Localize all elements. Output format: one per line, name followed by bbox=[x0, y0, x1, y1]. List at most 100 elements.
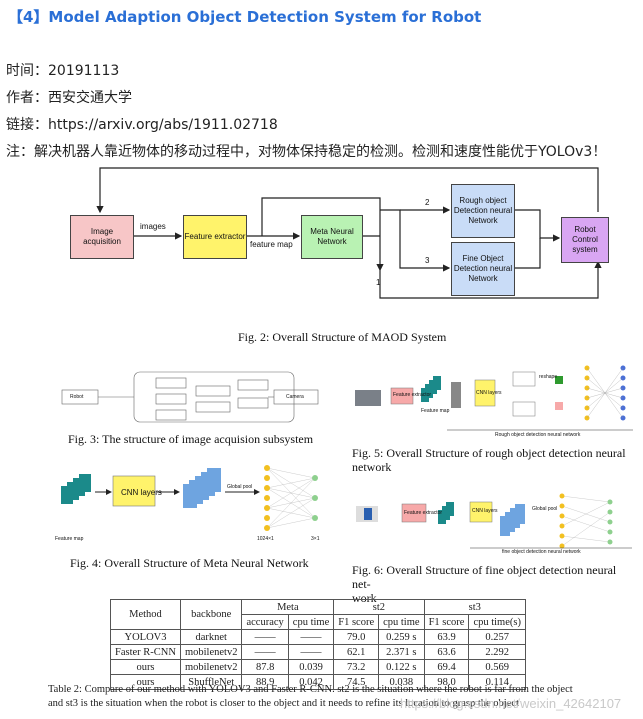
fig3-camera-label: Camera bbox=[286, 394, 304, 400]
fig5-sub-label: Rough object detection neural network bbox=[495, 432, 581, 438]
cell-cpu: —— bbox=[287, 629, 335, 645]
fig5-diagram: Feature extractor Feature map CNN layers… bbox=[355, 362, 635, 438]
watermark: https://blog.csdn.net/weixin_42642107 bbox=[400, 696, 622, 711]
table-header-row: Method backbone Meta st2 st3 bbox=[110, 599, 526, 630]
fig4-global-pool: Global pool bbox=[227, 484, 253, 490]
fig4-cnn-layers: CNN layers bbox=[121, 488, 162, 497]
post-title: 【4】Model Adaption Object Detection Syste… bbox=[8, 8, 482, 26]
fig6-diagram: Feature extractor CNN layers Global pool… bbox=[352, 492, 636, 556]
fig3-lines bbox=[61, 371, 319, 423]
fig5-caption-text: Fig. 5: Overall Structure of rough objec… bbox=[352, 446, 626, 474]
fig6-caption-line1: Fig. 6: Overall Structure of fine object… bbox=[352, 563, 617, 591]
sub-cpu-time: cpu time bbox=[287, 614, 335, 630]
fig4-diagram: CNN layers Global pool Feature map 1024×… bbox=[55, 462, 337, 546]
cell-method: YOLOV3 bbox=[110, 629, 181, 645]
fig2-diagram: Image acquisition Feature extractor Meta… bbox=[0, 160, 643, 340]
image-acquisition-box: Image acquisition bbox=[70, 215, 134, 259]
label-branch-1: 1 bbox=[376, 278, 381, 287]
table-caption-line1: Table 2: Compare of our method with YOLO… bbox=[48, 684, 573, 695]
results-table: Method backbone Meta st2 st3 accuracy cp… bbox=[110, 599, 526, 690]
fig5-cnn-layers: CNN layers bbox=[476, 390, 502, 396]
cell-backbone: mobilenetv2 bbox=[179, 644, 243, 660]
fig4-caption: Fig. 4: Overall Structure of Meta Neural… bbox=[70, 556, 309, 570]
cell-backbone: darknet bbox=[179, 629, 243, 645]
col-st3: st3 bbox=[423, 599, 526, 615]
fig6-cnn-layers: CNN layers bbox=[472, 508, 498, 514]
label-images: images bbox=[140, 222, 166, 231]
meta-neural-network-box: Meta Neural Network bbox=[301, 215, 363, 259]
fig3-robot-label: Robot bbox=[70, 394, 84, 400]
fig4-shapes bbox=[61, 465, 318, 531]
table-row: YOLOV3 darknet —— —— 79.0 0.259 s 63.9 0… bbox=[110, 629, 526, 645]
results-table-wrap: Method backbone Meta st2 st3 accuracy cp… bbox=[110, 599, 526, 690]
robot-control-box: Robot Control system bbox=[561, 217, 609, 263]
cell-f1b: 63.6 bbox=[423, 644, 470, 660]
table-row: Faster R-CNN mobilenetv2 —— —— 62.1 2.37… bbox=[110, 644, 526, 660]
link-line[interactable]: 链接：https://arxiv.org/abs/1911.02718 bbox=[6, 117, 278, 133]
fig2-arrows bbox=[96, 167, 602, 299]
note-line: 注：解决机器人靠近物体的移动过程中，对物体保持稳定的检测。检测和速度性能优于YO… bbox=[6, 144, 607, 160]
feature-extractor-box: Feature extractor bbox=[183, 215, 247, 259]
label-feature-map: feature map bbox=[250, 240, 293, 249]
cell-cpub: 0.257 bbox=[468, 629, 526, 645]
fig3-diagram: Robot Camera bbox=[60, 368, 322, 426]
fig5-reshape: reshape bbox=[539, 374, 558, 380]
cell-f1b: 98.0 bbox=[423, 674, 470, 690]
cell-acc: —— bbox=[241, 629, 289, 645]
fig5-caption: Fig. 5: Overall Structure of rough objec… bbox=[352, 446, 636, 474]
fig4-dim-1024: 1024×1 bbox=[257, 536, 274, 542]
cell-f1a: 62.1 bbox=[333, 644, 380, 660]
fig6-sub-label: fine object detection neural network bbox=[502, 549, 581, 555]
cell-cpua: 0.038 bbox=[378, 674, 425, 690]
fig6-caption: Fig. 6: Overall Structure of fine object… bbox=[352, 563, 636, 605]
fig6-shapes bbox=[356, 493, 632, 549]
cell-cpub: 0.569 bbox=[468, 659, 526, 675]
cell-cpua: 2.371 s bbox=[378, 644, 425, 660]
cell-f1a: 73.2 bbox=[333, 659, 380, 675]
cell-cpub: 0.114 bbox=[468, 674, 526, 690]
table-row: ours ShuffleNet 88.9 0.042 74.5 0.038 98… bbox=[110, 674, 526, 690]
cell-cpub: 2.292 bbox=[468, 644, 526, 660]
table-subheader-row: accuracy cpu time F1 score cpu time F1 s… bbox=[111, 614, 526, 630]
cell-backbone: mobilenetv2 bbox=[179, 659, 243, 675]
cell-cpu: 0.039 bbox=[287, 659, 335, 675]
cell-cpua: 0.259 s bbox=[378, 629, 425, 645]
sub-cpu-st2: cpu time bbox=[378, 614, 425, 630]
cell-f1b: 63.9 bbox=[423, 629, 470, 645]
fig3-caption: Fig. 3: The structure of image acquision… bbox=[68, 432, 314, 446]
fig5-feature-map: Feature map bbox=[421, 408, 450, 414]
table-row: ours mobilenetv2 87.8 0.039 73.2 0.122 s… bbox=[110, 659, 526, 675]
cell-method: ours bbox=[110, 674, 181, 690]
label-branch-2: 2 bbox=[425, 198, 430, 207]
fig5-feature-extractor: Feature extractor bbox=[393, 392, 432, 398]
cell-cpu: 0.042 bbox=[287, 674, 335, 690]
sub-f1-st2: F1 score bbox=[333, 614, 380, 630]
rough-detection-box: Rough object Detection neural Network bbox=[451, 184, 515, 238]
col-st2: st2 bbox=[333, 599, 425, 615]
fig2-caption: Fig. 2: Overall Structure of MAOD System bbox=[238, 330, 447, 344]
fig4-dim-3: 3×1 bbox=[311, 536, 320, 542]
cell-acc: 87.8 bbox=[241, 659, 289, 675]
label-branch-3: 3 bbox=[425, 256, 430, 265]
cell-acc: —— bbox=[241, 644, 289, 660]
fig6-feature-extractor: Feature extractor bbox=[404, 510, 443, 516]
cell-cpu: —— bbox=[287, 644, 335, 660]
cell-method: Faster R-CNN bbox=[110, 644, 181, 660]
fine-detection-box: Fine Object Detection neural Network bbox=[451, 242, 515, 296]
cell-method: ours bbox=[110, 659, 181, 675]
cell-cpua: 0.122 s bbox=[378, 659, 425, 675]
cell-f1a: 79.0 bbox=[333, 629, 380, 645]
table-caption-line2: and st3 is the situation when the robot … bbox=[48, 698, 519, 709]
author-line: 作者：西安交通大学 bbox=[6, 90, 132, 106]
date-line: 时间：20191113 bbox=[6, 63, 120, 79]
fig5-shapes bbox=[355, 365, 633, 431]
sub-accuracy: accuracy bbox=[241, 614, 289, 630]
col-backbone: backbone bbox=[179, 599, 243, 630]
col-meta: Meta bbox=[241, 599, 335, 615]
fig4-feature-map: Feature map bbox=[55, 536, 84, 542]
col-method: Method bbox=[110, 599, 181, 630]
sub-cpu-st3: cpu time(s) bbox=[468, 614, 526, 630]
sub-f1-st3: F1 score bbox=[423, 614, 470, 630]
cell-f1b: 69.4 bbox=[423, 659, 470, 675]
fig6-global-pool: Global pool bbox=[532, 506, 558, 512]
